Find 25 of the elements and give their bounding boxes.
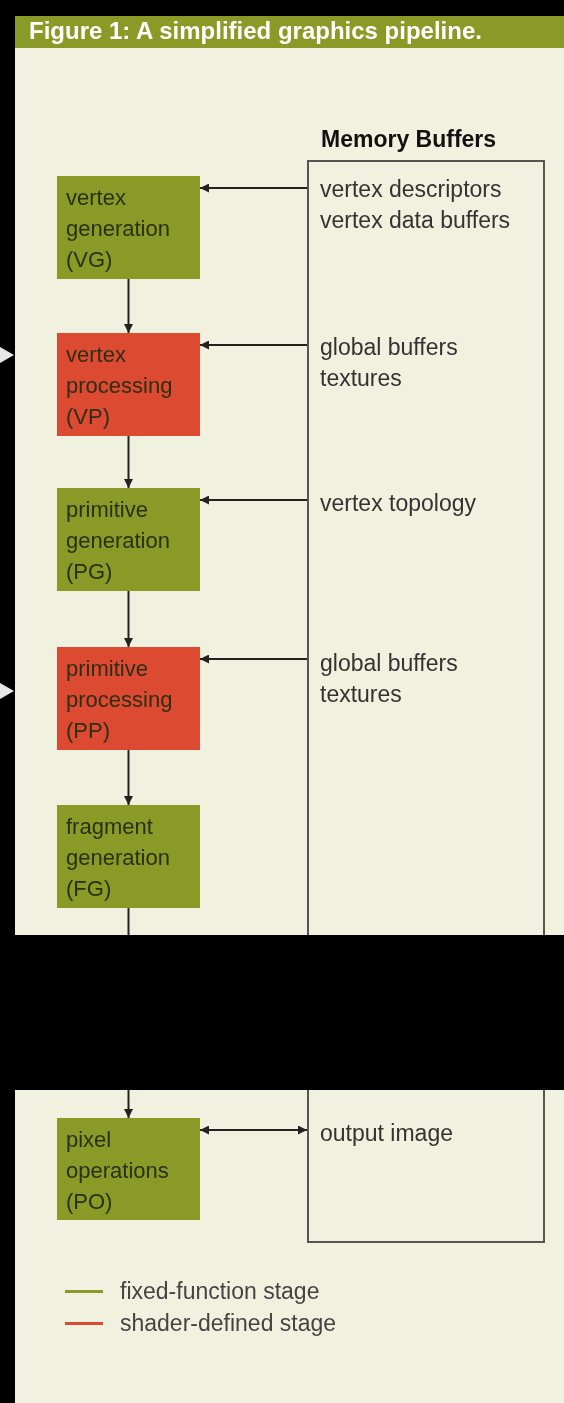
memory-heading: Memory Buffers [321,125,497,154]
buffer-text: global buffers textures [320,649,459,709]
stage-box: vertex generation (VG) [57,176,200,279]
buffer-text: vertex descriptors vertex data buffers [320,175,512,235]
stage-box: primitive generation (PG) [57,488,200,591]
arrow [124,435,133,489]
arrow [199,183,308,193]
buffer-text: global buffers textures [320,333,459,393]
arrow [124,749,133,806]
buffer-text: output image [320,1119,454,1148]
stage-box: pixel operations (PO) [57,1118,200,1220]
arrow [124,278,133,334]
arrow [124,590,133,648]
stage-box: vertex processing (VP) [57,333,200,436]
buffer-text: vertex topology [320,489,477,518]
arrow [199,340,308,350]
arrow [199,495,308,505]
stage-box: primitive processing (PP) [57,647,200,750]
arrow [199,1125,308,1135]
stage-box: fragment generation (FG) [57,805,200,908]
arrow [124,1089,133,1119]
legend-text: fixed-function stage [120,1276,320,1306]
arrow [199,654,308,664]
legend-text: shader-defined stage [120,1308,337,1338]
title-bar: Figure 1: A simplified graphics pipeline. [15,16,564,48]
